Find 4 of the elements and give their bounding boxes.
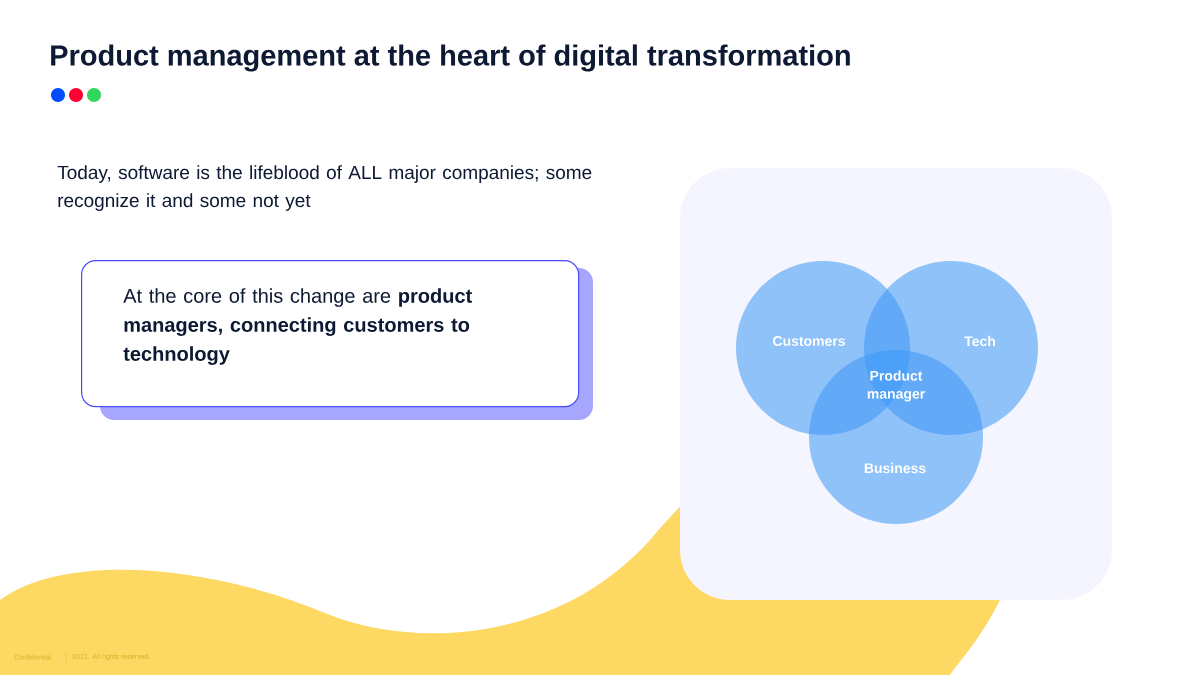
text-card: At the core of this change are product managers, connecting customers to technology (81, 260, 593, 420)
label: Today, software is the lifeblood of ALL major companies; some recognize it and some not yet (57, 165, 592, 211)
diagram-title: Product management at the heart of digital transformation (51, 44, 850, 72)
label: Product manager (867, 370, 925, 402)
